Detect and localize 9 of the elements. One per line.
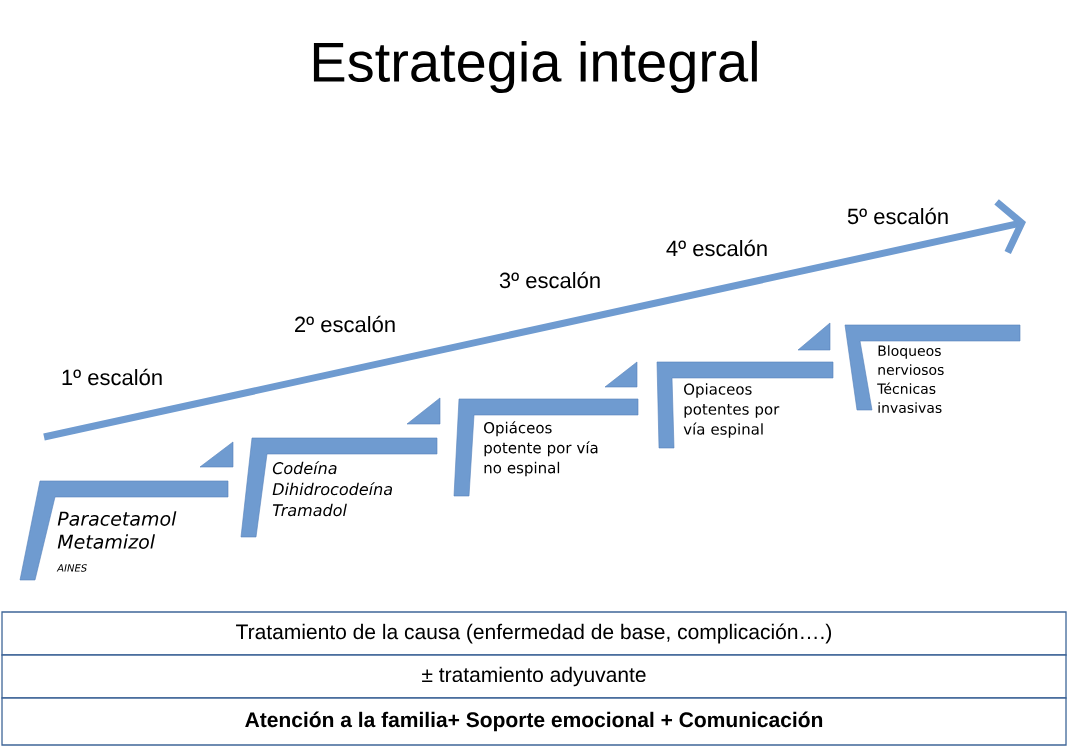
step-label: 5º escalón xyxy=(847,207,948,225)
text-band: Tratamiento de la causa (enfermedad de base, complicación….) xyxy=(1,611,1067,656)
step-label: 1º escalón xyxy=(62,368,162,386)
step-label: 3º escalón xyxy=(499,271,600,289)
text-band: ± tratamiento adyuvante xyxy=(1,654,1067,699)
step-label: 4º escalón xyxy=(666,239,767,257)
title: Estrategia integral xyxy=(313,40,757,94)
text-band: Atención a la familia+ Soporte emocional + Comunicación xyxy=(1,697,1067,746)
step-label: 2º escalón xyxy=(295,315,395,333)
